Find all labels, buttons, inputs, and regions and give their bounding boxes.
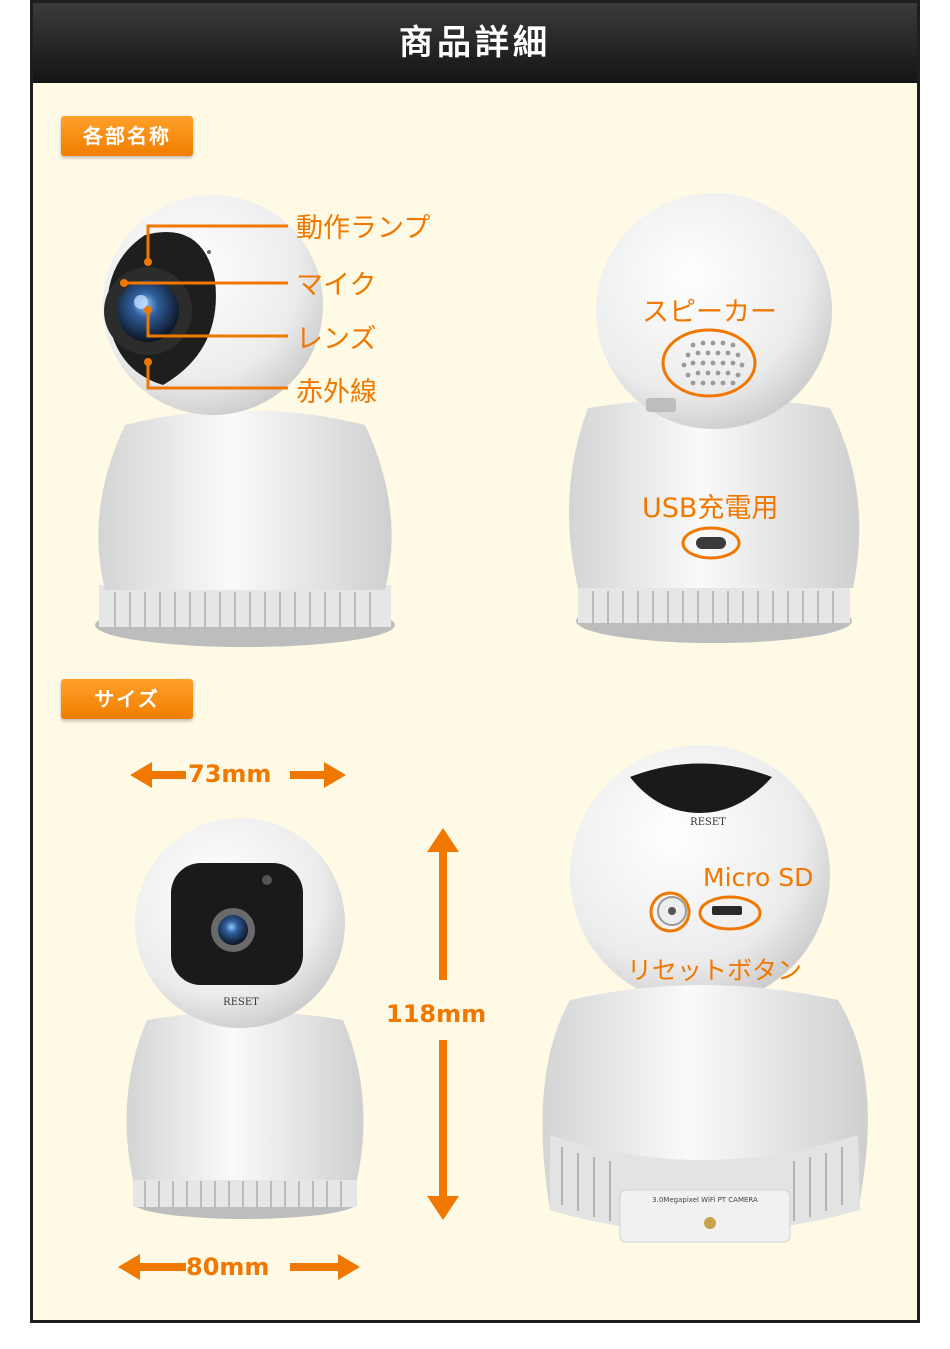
- section-tag-parts: 各部名称: [61, 116, 193, 156]
- width-bottom-arrow: [118, 1254, 360, 1280]
- width-top-arrow: [130, 762, 346, 788]
- label-reset-button: リセットボタン: [627, 956, 803, 985]
- height-label: 118mm: [386, 1000, 487, 1028]
- label-speaker: スピーカー: [642, 297, 777, 328]
- page-title: 商品詳細: [399, 23, 551, 63]
- section-tag-size: サイズ: [61, 679, 193, 719]
- width-top-label: 73mm: [188, 760, 272, 788]
- label-lens: レンズ: [296, 324, 377, 355]
- camera-front-image: [95, 195, 395, 647]
- camera-size-front-image: RESET: [126, 818, 364, 1219]
- reset-print-back: RESET: [690, 817, 726, 828]
- label-micro-sd: Micro SD: [703, 863, 814, 892]
- camera-back-image: [569, 193, 860, 643]
- width-bottom-label: 80mm: [186, 1253, 270, 1281]
- callout-lines: [120, 224, 288, 390]
- label-usb: USB充電用: [642, 493, 779, 524]
- reset-print-front: RESET: [223, 997, 259, 1008]
- label-status-lamp: 動作ランプ: [296, 213, 431, 244]
- camera-bottom-image: RESET 3.0Megapixel WiFi PT CAMERA: [542, 745, 868, 1243]
- header-bar: 商品詳細: [33, 3, 917, 83]
- device-label-text: 3.0Megapixel WiFi PT CAMERA: [652, 1196, 758, 1204]
- height-arrow: [427, 828, 459, 1220]
- label-infrared: 赤外線: [296, 377, 377, 408]
- label-mic: マイク: [296, 270, 377, 301]
